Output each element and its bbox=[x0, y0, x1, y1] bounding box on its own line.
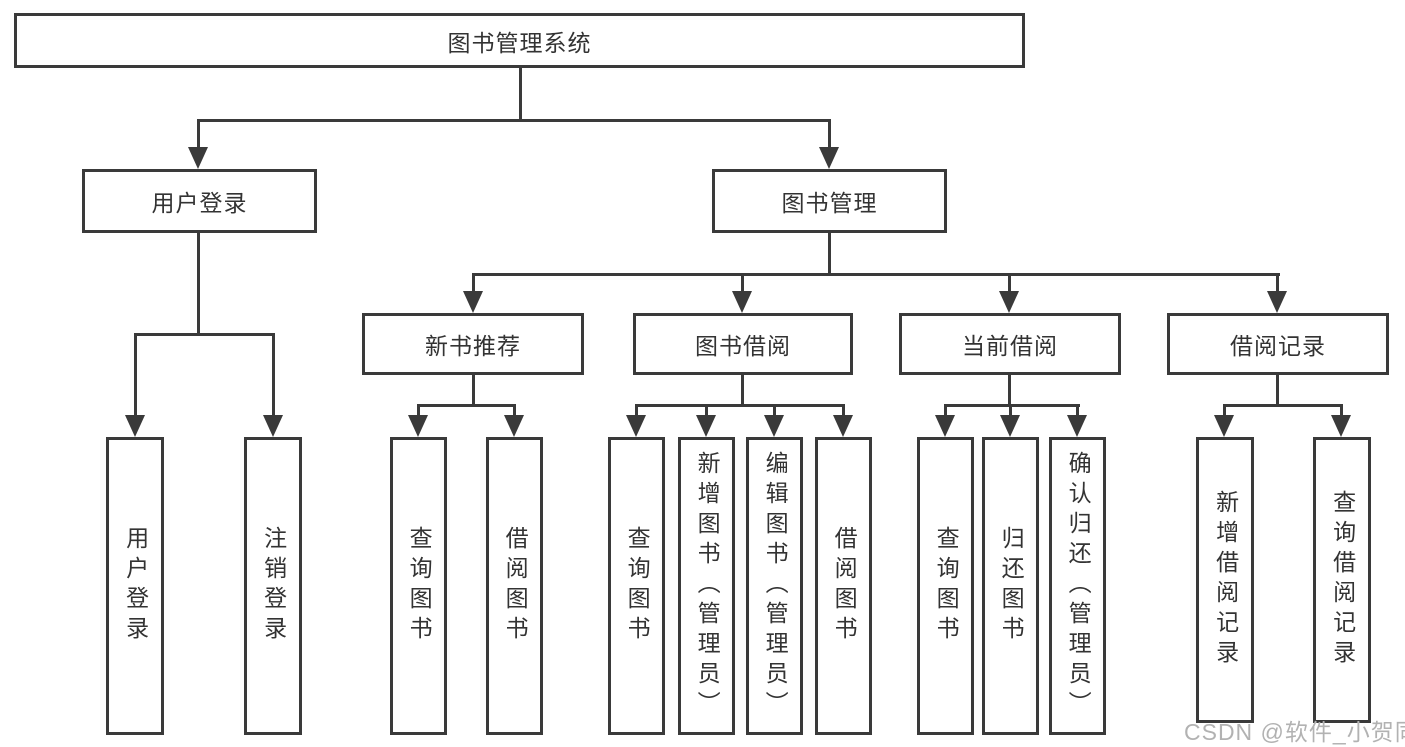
down-arrowhead-icon bbox=[1267, 291, 1287, 313]
connector-book-mgmt-vline bbox=[828, 233, 831, 276]
leaf-logout: 注销登录 bbox=[244, 437, 302, 735]
node-book-management: 图书管理 bbox=[712, 169, 947, 233]
leaf-records-query-record: 查询借阅记录 bbox=[1313, 437, 1371, 723]
down-arrowhead-icon bbox=[1067, 415, 1087, 437]
connector-current-stem-3 bbox=[1076, 404, 1079, 417]
leaf-borrow-query-books: 查询图书 bbox=[608, 437, 665, 735]
connector-records-stem-1 bbox=[1223, 404, 1226, 417]
connector-borrow-stem-4 bbox=[842, 404, 845, 417]
leaf-logout-label: 注销登录 bbox=[260, 526, 287, 646]
node-new-book-recommend-label: 新书推荐 bbox=[425, 333, 521, 359]
leaf-label: 新增图书（管理员） bbox=[694, 451, 721, 721]
connector-current-vline bbox=[1008, 375, 1011, 407]
connector-book-mgmt-stem-4 bbox=[1276, 273, 1279, 293]
node-book-management-label: 图书管理 bbox=[781, 190, 878, 216]
down-arrowhead-icon bbox=[408, 415, 428, 437]
down-arrowhead-icon bbox=[263, 415, 283, 437]
connector-book-mgmt-stem-2 bbox=[741, 273, 744, 293]
node-borrow-records: 借阅记录 bbox=[1167, 313, 1389, 375]
connector-borrow-stem-2 bbox=[705, 404, 708, 417]
connector-book-mgmt-stem-3 bbox=[1008, 273, 1011, 293]
leaf-label: 确认归还（管理员） bbox=[1065, 451, 1092, 721]
leaf-borrow-add-books-admin: 新增图书（管理员） bbox=[678, 437, 735, 735]
connector-root-vline bbox=[519, 68, 522, 121]
leaf-label: 查询图书 bbox=[933, 526, 960, 646]
node-root-system: 图书管理系统 bbox=[14, 13, 1025, 68]
down-arrowhead-icon bbox=[732, 291, 752, 313]
leaf-user-login: 用户登录 bbox=[106, 437, 164, 735]
connector-current-stem-2 bbox=[1009, 404, 1012, 417]
leaf-borrow-edit-books-admin: 编辑图书（管理员） bbox=[746, 437, 803, 735]
connector-borrow-stem-3 bbox=[773, 404, 776, 417]
down-arrowhead-icon bbox=[833, 415, 853, 437]
down-arrowhead-icon bbox=[1000, 415, 1020, 437]
connector-user-login-hline bbox=[134, 333, 275, 336]
leaf-label: 新增借阅记录 bbox=[1212, 490, 1239, 670]
node-borrow-records-label: 借阅记录 bbox=[1230, 333, 1326, 359]
down-arrowhead-icon bbox=[188, 147, 208, 169]
leaf-borrow-borrow-books: 借阅图书 bbox=[815, 437, 872, 735]
leaf-recommend-borrow-books: 借阅图书 bbox=[486, 437, 543, 735]
connector-recommend-vline bbox=[472, 375, 475, 407]
connector-user-login-stem-2 bbox=[272, 333, 275, 417]
connector-recommend-hline bbox=[417, 404, 516, 407]
down-arrowhead-icon bbox=[819, 147, 839, 169]
connector-recommend-stem-1 bbox=[417, 404, 420, 417]
node-new-book-recommend: 新书推荐 bbox=[362, 313, 584, 375]
node-book-borrow-label: 图书借阅 bbox=[695, 333, 791, 359]
connector-book-mgmt-stem-1 bbox=[472, 273, 475, 293]
connector-root-stem-left bbox=[197, 119, 200, 149]
connector-root-hline bbox=[197, 119, 831, 122]
leaf-label: 查询图书 bbox=[406, 526, 433, 646]
node-current-borrow-label: 当前借阅 bbox=[962, 333, 1058, 359]
connector-records-hline bbox=[1223, 404, 1343, 407]
down-arrowhead-icon bbox=[626, 415, 646, 437]
connector-user-login-vline bbox=[197, 233, 200, 336]
leaf-label: 查询图书 bbox=[624, 526, 651, 646]
connector-borrow-hline bbox=[635, 404, 845, 407]
connector-records-vline bbox=[1276, 375, 1279, 407]
node-user-login: 用户登录 bbox=[82, 169, 317, 233]
down-arrowhead-icon bbox=[935, 415, 955, 437]
csdn-watermark: CSDN @软件_小贺同学 bbox=[1184, 719, 1405, 745]
down-arrowhead-icon bbox=[999, 291, 1019, 313]
node-root-label: 图书管理系统 bbox=[447, 29, 592, 56]
leaf-current-query-books: 查询图书 bbox=[917, 437, 974, 735]
leaf-current-return-books: 归还图书 bbox=[982, 437, 1039, 735]
connector-borrow-stem-1 bbox=[635, 404, 638, 417]
connector-book-mgmt-hline bbox=[472, 273, 1280, 276]
down-arrowhead-icon bbox=[1214, 415, 1234, 437]
leaf-recommend-query-books: 查询图书 bbox=[390, 437, 447, 735]
leaf-label: 借阅图书 bbox=[831, 526, 858, 646]
down-arrowhead-icon bbox=[125, 415, 145, 437]
connector-current-stem-1 bbox=[944, 404, 947, 417]
leaf-current-confirm-return-admin: 确认归还（管理员） bbox=[1049, 437, 1106, 735]
down-arrowhead-icon bbox=[764, 415, 784, 437]
leaf-label: 归还图书 bbox=[998, 526, 1025, 646]
connector-current-hline bbox=[944, 404, 1080, 407]
down-arrowhead-icon bbox=[1331, 415, 1351, 437]
down-arrowhead-icon bbox=[463, 291, 483, 313]
down-arrowhead-icon bbox=[504, 415, 524, 437]
node-user-login-label: 用户登录 bbox=[151, 190, 248, 216]
leaf-records-add-record: 新增借阅记录 bbox=[1196, 437, 1254, 723]
connector-user-login-stem-1 bbox=[134, 333, 137, 417]
connector-borrow-vline bbox=[741, 375, 744, 407]
leaf-label: 借阅图书 bbox=[502, 526, 529, 646]
down-arrowhead-icon bbox=[696, 415, 716, 437]
node-book-borrow: 图书借阅 bbox=[633, 313, 853, 375]
connector-records-stem-2 bbox=[1340, 404, 1343, 417]
node-current-borrow: 当前借阅 bbox=[899, 313, 1121, 375]
connector-recommend-stem-2 bbox=[513, 404, 516, 417]
leaf-user-login-label: 用户登录 bbox=[122, 526, 149, 646]
leaf-label: 查询借阅记录 bbox=[1329, 490, 1356, 670]
leaf-label: 编辑图书（管理员） bbox=[762, 451, 789, 721]
connector-root-stem-right bbox=[828, 119, 831, 149]
